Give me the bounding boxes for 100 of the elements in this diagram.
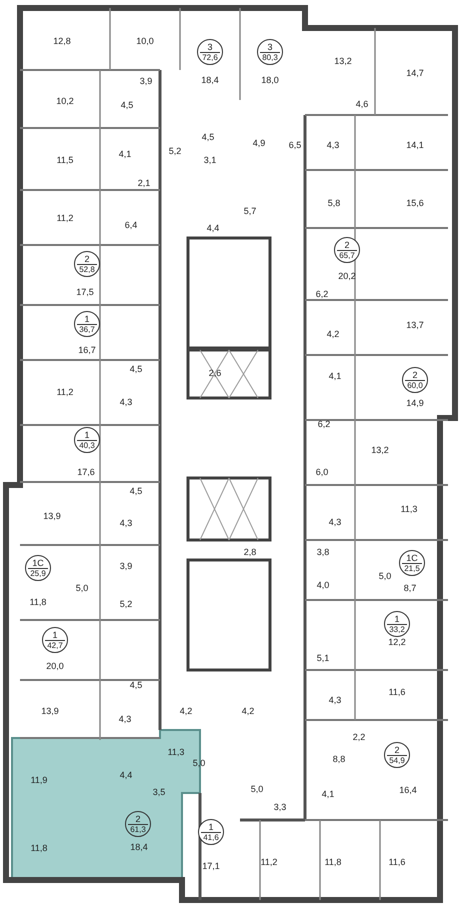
room-area: 6,4 (124, 220, 138, 230)
room-area: 13,9 (41, 706, 59, 716)
room-area: 4,4 (206, 223, 220, 233)
room-area: 4,2 (326, 329, 340, 339)
room-area: 14,1 (406, 140, 424, 150)
room-area: 4,3 (118, 714, 132, 724)
room-area: 16,4 (399, 785, 417, 795)
room-area: 16,7 (78, 345, 96, 355)
room-area: 5,7 (244, 206, 256, 216)
room-count: 1 (208, 822, 214, 832)
room-area: 6,2 (316, 289, 328, 299)
room-area: 2,2 (352, 732, 366, 742)
room-area: 14,9 (406, 398, 424, 408)
room-area: 3,1 (204, 155, 216, 165)
room-area: 17,6 (77, 467, 95, 477)
room-area: 14,7 (406, 68, 424, 78)
room-area: 11,2 (56, 387, 74, 397)
room-area: 15,6 (406, 198, 424, 208)
room-area: 3,8 (316, 547, 330, 557)
room-area: 8,8 (332, 754, 346, 764)
room-area: 5,2 (168, 146, 182, 156)
room-area: 4,1 (118, 149, 132, 159)
room-area: 11,3 (400, 504, 418, 514)
apartment-badge (74, 427, 100, 453)
apartment-area: 72,6 (200, 52, 220, 62)
room-area: 4,5 (130, 486, 142, 496)
apartment-area: 80,3 (260, 52, 280, 62)
room-area: 13,2 (371, 445, 389, 455)
room-area: 11,2 (260, 857, 278, 867)
room-area: 4,2 (242, 706, 254, 716)
apartment-area: 25,9 (28, 568, 48, 578)
room-area: 8,7 (404, 583, 416, 593)
apartment-area: 33,2 (387, 624, 407, 634)
room-area: 18,4 (130, 842, 148, 852)
apartment-badge (384, 611, 410, 637)
room-area: 18,4 (201, 75, 219, 85)
room-area: 6,2 (318, 419, 330, 429)
room-area: 5,2 (120, 599, 132, 609)
room-area: 18,0 (261, 75, 279, 85)
room-area: 3,3 (274, 802, 286, 812)
apartment-badge (257, 39, 283, 65)
room-area: 12,8 (53, 36, 71, 46)
apartment-area: 60,0 (405, 380, 425, 390)
room-area: 11,3 (168, 747, 184, 757)
room-area: 4,4 (120, 770, 132, 780)
room-area: 5,8 (328, 198, 340, 208)
apartment-area: 40,3 (77, 440, 97, 450)
room-area: 11,9 (30, 775, 48, 785)
room-area: 5,0 (192, 758, 206, 768)
room-area: 5,0 (250, 784, 264, 794)
room-count: 2 (412, 370, 418, 380)
apartment-badge (74, 251, 100, 277)
room-count: 1 (52, 630, 58, 640)
apartment-area: 41,6 (201, 832, 221, 842)
room-area: 13,7 (406, 320, 424, 330)
room-area: 10,0 (136, 36, 154, 46)
room-area: 4,1 (322, 789, 334, 799)
room-area: 4,2 (180, 706, 192, 716)
apartment-area: 21,5 (402, 562, 422, 572)
room-area: 2,8 (244, 547, 256, 557)
room-count: 1 (84, 430, 90, 440)
room-count: 2 (135, 814, 140, 824)
room-area: 5,1 (316, 653, 330, 663)
room-area: 4,5 (202, 132, 214, 142)
room-area: 4,3 (120, 518, 132, 528)
room-area: 3,9 (140, 76, 152, 86)
apartment-badge (74, 311, 100, 337)
room-count: 1 (394, 614, 400, 624)
apartment-area: 42,7 (45, 640, 65, 650)
room-area: 6,0 (316, 467, 328, 477)
room-area: 11,5 (56, 155, 74, 165)
room-area: 11,6 (388, 857, 406, 867)
room-area: 4,6 (356, 99, 368, 109)
room-count: 2 (394, 746, 400, 754)
apartment-area: 65,7 (337, 250, 357, 260)
room-area: 11,8 (30, 597, 46, 607)
room-area: 17,5 (76, 287, 94, 297)
room-area: 11,8 (324, 857, 342, 867)
room-area: 4,0 (316, 580, 330, 590)
room-area: 11,8 (30, 843, 48, 853)
room-area: 4,3 (328, 517, 342, 527)
room-area: 4,5 (120, 100, 134, 110)
room-area: 4,9 (252, 138, 266, 148)
room-area: 2,6 (208, 368, 222, 378)
room-area: 2,1 (138, 178, 150, 188)
apartment-area: 61,3 (128, 824, 148, 834)
apartment-badge (198, 819, 224, 845)
apartment-badge (42, 627, 68, 653)
room-area: 11,2 (56, 213, 74, 223)
room-area: 5,0 (76, 583, 88, 593)
room-area: 4,5 (130, 364, 142, 374)
room-area: 3,5 (152, 787, 166, 797)
room-count: 3 (267, 42, 272, 52)
room-count: 3 (207, 42, 212, 52)
room-area: 20,2 (338, 271, 356, 281)
room-area: 4,3 (326, 140, 340, 150)
room-area: 4,3 (328, 695, 342, 705)
apartment-badge (334, 237, 360, 263)
room-count: 1С (406, 554, 418, 562)
apartment-badge (399, 550, 425, 576)
